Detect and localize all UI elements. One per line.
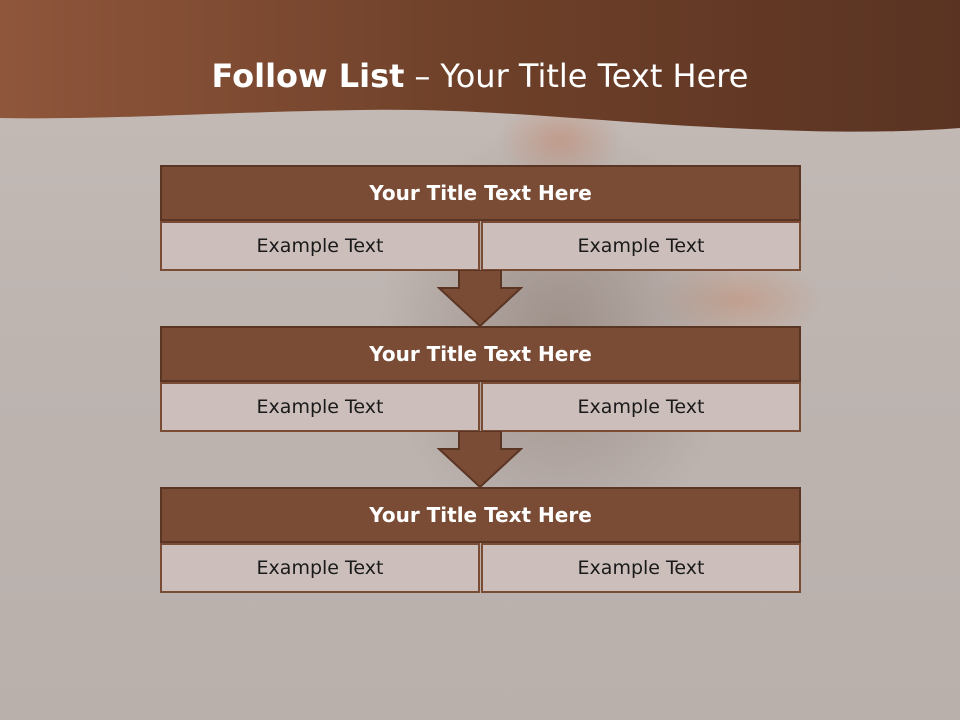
header-band: [0, 0, 960, 132]
block-cell-right: Example Text: [481, 382, 801, 432]
block-cell-right: Example Text: [481, 543, 801, 593]
list-block-3: Your Title Text Here Example Text Exampl…: [160, 487, 801, 593]
block-cell-right: Example Text: [481, 221, 801, 271]
down-arrow-icon: [437, 431, 523, 489]
block-cell-left: Example Text: [160, 543, 480, 593]
list-block-2: Your Title Text Here Example Text Exampl…: [160, 326, 801, 432]
slide-title-separator: –: [414, 57, 431, 95]
down-arrow-icon: [437, 270, 523, 328]
block-title: Your Title Text Here: [160, 165, 801, 221]
block-title: Your Title Text Here: [160, 487, 801, 543]
slide-title-rest: Your Title Text Here: [440, 57, 749, 95]
slide-title: Follow List–Your Title Text Here: [0, 56, 960, 96]
block-cell-left: Example Text: [160, 221, 480, 271]
block-cell-left: Example Text: [160, 382, 480, 432]
block-title: Your Title Text Here: [160, 326, 801, 382]
list-block-1: Your Title Text Here Example Text Exampl…: [160, 165, 801, 271]
slide-title-bold: Follow List: [211, 57, 405, 95]
